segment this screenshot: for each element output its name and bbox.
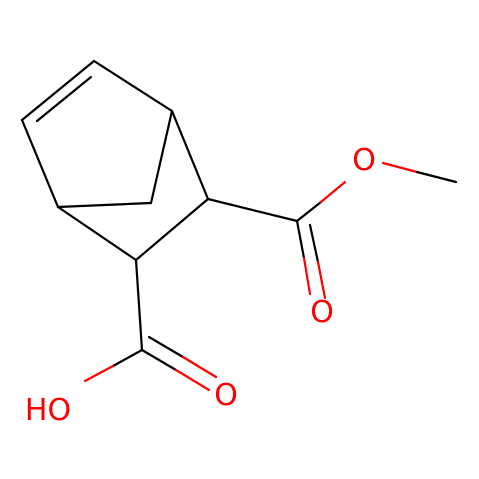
bond-cester-o-double-b-black (308, 223, 320, 264)
bond-cester-o-black (295, 200, 323, 223)
bond-o-methyl-red (381, 161, 419, 174)
atom-label-carbonyl-o-acid: O (214, 378, 238, 413)
bond-c5-c6 (20, 59, 96, 122)
atom-label-ester-o: O (352, 143, 376, 178)
bond-cacid-o-double-b-black (147, 335, 185, 359)
atom-label-hydroxyl: HO (25, 393, 71, 428)
bond-c3-c2 (134, 197, 210, 262)
bond-cester-o-double-b-red (316, 260, 327, 300)
bond-o-methyl-black (415, 170, 458, 184)
bond-c1-c7 (56, 201, 153, 209)
bond-c4-c3 (170, 109, 210, 201)
bond-c2-c1 (56, 205, 138, 262)
bond-cacid-o-double-b-red (181, 355, 218, 379)
bond-c7-c4 (149, 109, 174, 205)
bond-cester-o-double-a-black (295, 219, 306, 260)
bond-cacid-o-double-a-red (174, 368, 211, 392)
bond-c3-cester (206, 197, 299, 223)
bond-cacid-o-double-a-black (140, 348, 178, 372)
bond-c2-cacid (134, 258, 144, 352)
bond-cacid-oh-black (111, 348, 144, 368)
bond-c6-c1 (20, 118, 60, 209)
bond-cester-o-red (319, 180, 347, 204)
atom-label-carbonyl-o-ester: O (310, 295, 334, 330)
bond-c5-c4 (92, 59, 174, 113)
bond-cacid-oh-red (83, 364, 115, 383)
bond-c5-c6-double (35, 75, 93, 123)
bond-cester-o-double-a-red (302, 256, 312, 296)
